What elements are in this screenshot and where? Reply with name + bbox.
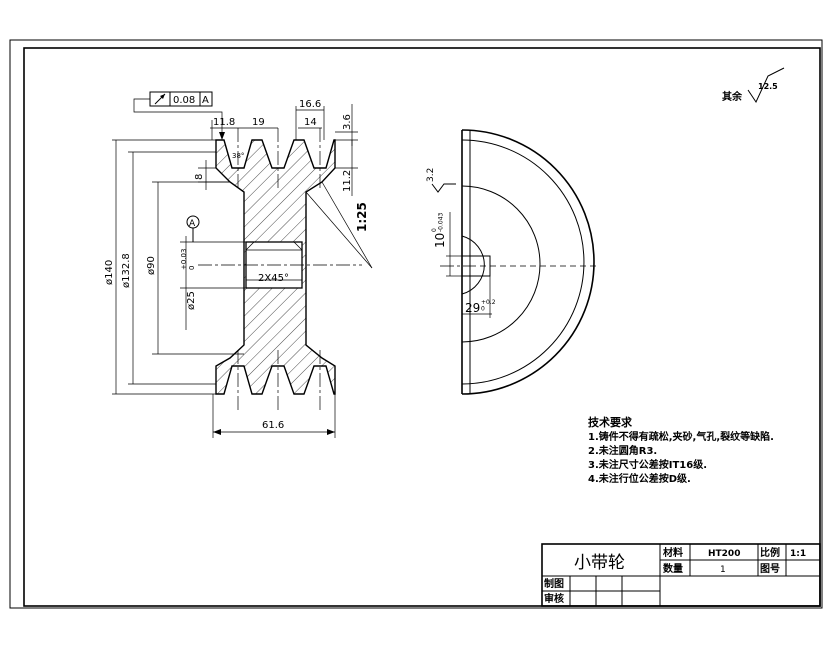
scale-label: 比例 [760,546,780,559]
dim-groove-total-depth: 11.2 [342,170,353,192]
drawing-no-label: 图号 [760,563,780,575]
dim-bore-tol-upper: +0.03 [180,249,188,270]
tech-req-heading: 技术要求 [588,415,633,429]
runout-datum: A [202,95,209,106]
sheet-inner-border [23,47,821,607]
tech-req-item-3: 3.未注尺寸公差按IT16级. [588,458,707,471]
tech-requirements: 技术要求 1.铸件不得有疏松,夹砂,气孔,裂纹等缺陷. 2.未注圆角R3. 3.… [588,415,774,485]
tech-req-item-4: 4.未注行位公差按D级. [588,472,691,485]
dim-groove-angle: 38° [232,152,244,160]
dim-hub-diameter: ø90 [146,256,157,275]
dim-groove-width: 14 [304,117,317,128]
dim-groove-top-width: 16.6 [299,99,321,110]
dim-bore-diameter: ø25 [186,291,197,310]
quantity-label: 数量 [663,562,683,575]
dim-outer-diameter: ø140 [104,260,115,285]
material-value: HT200 [708,549,740,559]
scale-value: 1:1 [790,549,806,559]
section-view [198,128,362,410]
dim-keyway-width-tol: 0-0.043 [431,212,445,232]
datum-a-label: A [189,219,196,229]
dim-pitch-diameter: ø132.8 [121,253,132,288]
inner-rim [461,139,585,385]
tech-req-item-1: 1.铸件不得有疏松,夹砂,气孔,裂纹等缺陷. [588,430,774,443]
bore-arc [461,235,485,295]
dim-taper: 1:25 [355,202,369,232]
dim-edge-offset: 11.8 [213,117,235,128]
dim-keyway-depth: 29 [465,301,480,315]
part-name: 小带轮 [574,553,625,573]
dim-total-width: 61.6 [262,420,284,431]
finish-other-value: 12.5 [758,82,778,91]
tech-req-item-2: 2.未注圆角R3. [588,444,657,457]
drawn-by-label: 制图 [544,577,564,590]
section-dimensions: 0.08 A 16.6 14 3.6 19 11.8 11.2 8 [104,91,373,438]
title-block: 小带轮 材料 HT200 比例 1:1 数量 1 图号 制图 审核 [541,543,821,607]
dim-groove-depth: 3.6 [342,114,353,130]
dim-hub-offset: 8 [194,174,205,180]
outer-rim [461,129,595,395]
dim-groove-pitch: 19 [252,117,265,128]
dim-chamfer: 2X45° [258,273,289,284]
dim-keyway-width: 10 [433,233,447,248]
default-surface-finish: 其余 12.5 [722,67,785,104]
keyway-finish-value: 3.2 [426,168,436,182]
runout-tolerance: 0.08 [173,95,195,106]
checked-by-label: 审核 [544,592,564,605]
quantity-value: 1 [720,565,726,575]
dim-bore-tol-lower: 0 [188,266,196,270]
material-label: 材料 [663,546,683,559]
sheet-outer-border [9,39,823,609]
hub-arc [461,185,541,343]
finish-other-label: 其余 [722,90,743,103]
